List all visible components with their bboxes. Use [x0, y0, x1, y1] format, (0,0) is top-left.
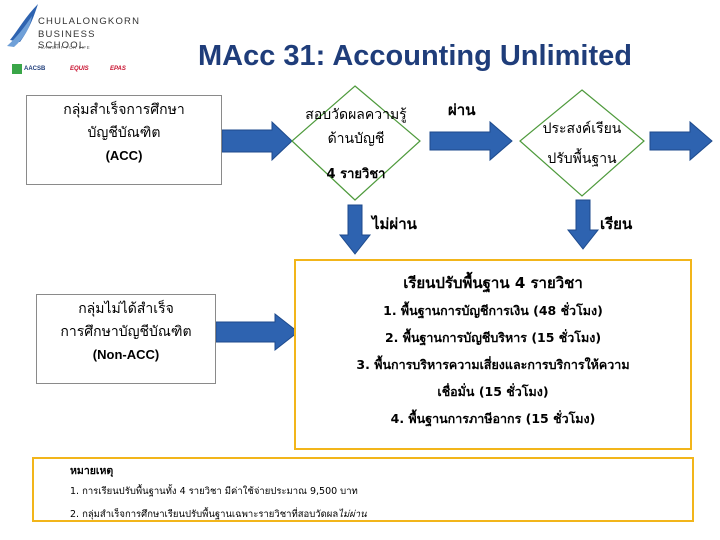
epas-label: EPAS	[110, 66, 126, 72]
foundation-heading: เรียนปรับพื้นฐาน 4 รายวิชา	[403, 274, 583, 292]
acc-box-line2: บัญชีบัณฑิต	[87, 125, 161, 141]
intent-diamond	[519, 89, 645, 197]
arrow-intent-down-study	[566, 199, 600, 250]
nonacc-box-line1: กลุ่มไม่ได้สำเร็จ	[78, 301, 174, 317]
foundation-item-3-line2: เชื่อมั่น (15 ชั่วโมง)	[437, 384, 549, 399]
logo-name-line2: BUSINESS SCHOOL	[38, 29, 96, 51]
foundation-courses-box: เรียนปรับพื้นฐาน 4 รายวิชา 1. พื้นฐานการ…	[294, 259, 692, 450]
notes-box: หมายเหตุ 1. การเรียนปรับพื้นฐานทั้ง 4 รา…	[32, 457, 694, 522]
note-1: 1. การเรียนปรับพื้นฐานทั้ง 4 รายวิชา มีค…	[70, 486, 358, 497]
arrow-intent-onward	[649, 120, 713, 162]
exam-diamond-line2: ด้านบัญชี	[327, 131, 385, 147]
school-crest-icon	[7, 4, 38, 47]
foundation-item-3-line1: 3. พื้นการบริหารความเสี่ยงและการบริการให…	[356, 357, 630, 372]
nonacc-box-line2: การศึกษาบัญชีบัณฑิต	[60, 324, 192, 340]
foundation-item-1: 1. พื้นฐานการบัญชีการเงิน (48 ชั่วโมง)	[383, 303, 603, 318]
note-2-italic: ไม่ผ่าน	[338, 509, 367, 520]
fail-label: ไม่ผ่าน	[372, 215, 417, 233]
logo-tagline: FLAGSHIP FOR LIFE	[38, 45, 91, 50]
exam-diamond	[291, 85, 421, 201]
aacsb-badge-icon	[12, 64, 22, 74]
foundation-item-4: 4. พื้นฐานการภาษีอากร (15 ชั่วโมง)	[390, 411, 596, 426]
logo-name-line1: CHULALONGKORN	[38, 16, 141, 27]
notes-heading: หมายเหตุ	[70, 465, 114, 477]
pass-label: ผ่าน	[448, 101, 476, 119]
equis-label: EQUIS	[70, 66, 89, 72]
non-acc-group-box: กลุ่มไม่ได้สำเร็จ การศึกษาบัญชีบัณฑิต (N…	[36, 294, 216, 384]
acc-box-code: (ACC)	[105, 148, 143, 163]
arrow-acc-to-exam	[221, 120, 293, 162]
note-2-main: 2. กลุ่มสำเร็จการศึกษาเรียนปรับพื้นฐานเฉ…	[70, 509, 339, 520]
foundation-item-2: 2. พื้นฐานการบัญชีบริหาร (15 ชั่วโมง)	[384, 330, 602, 345]
nonacc-box-code: (Non-ACC)	[92, 347, 160, 362]
arrow-exam-to-intent	[429, 120, 513, 162]
note-2: 2. กลุ่มสำเร็จการศึกษาเรียนปรับพื้นฐานเฉ…	[70, 503, 692, 526]
arrow-exam-down-fail	[338, 204, 372, 255]
acc-group-box: กลุ่มสำเร็จการศึกษา บัญชีบัณฑิต (ACC)	[26, 95, 222, 185]
exam-diamond-line1: สอบวัดผลความรู้	[305, 107, 407, 123]
arrow-nonacc-to-foundation	[215, 312, 299, 352]
exam-diamond-line3: 4 รายวิชา	[326, 167, 386, 182]
study-label: เรียน	[600, 215, 633, 233]
school-logo: CHULALONGKORN BUSINESS SCHOOL FLAGSHIP F…	[4, 2, 144, 82]
acc-box-line1: กลุ่มสำเร็จการศึกษา	[63, 102, 185, 118]
aacsb-label: AACSB	[24, 66, 46, 72]
page-title: MAcc 31: Accounting Unlimited	[198, 40, 632, 72]
intent-diamond-line1: ประสงค์เรียน	[542, 121, 622, 137]
intent-diamond-line2: ปรับพื้นฐาน	[547, 151, 617, 167]
